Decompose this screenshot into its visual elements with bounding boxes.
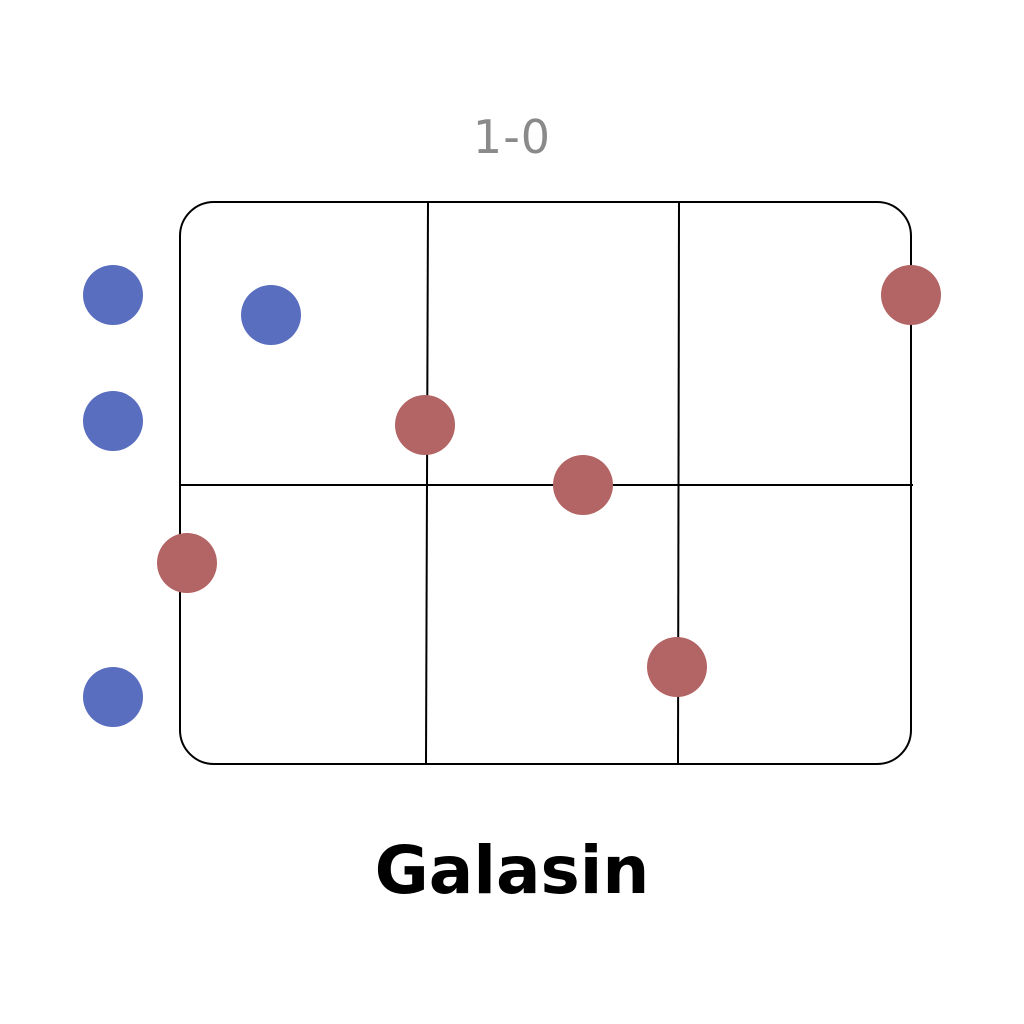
court-lines <box>179 201 913 765</box>
blue-player-token[interactable] <box>83 265 143 325</box>
red-player-token[interactable] <box>157 533 217 593</box>
court-vertical-line-1 <box>425 201 429 765</box>
red-player-token[interactable] <box>553 455 613 515</box>
players-layer <box>83 265 941 727</box>
red-player-token[interactable] <box>881 265 941 325</box>
red-player-token[interactable] <box>647 637 707 697</box>
score-label: 1-0 <box>472 110 552 164</box>
court-border <box>179 201 912 765</box>
game-title: Galasin <box>374 832 650 909</box>
blue-player-token[interactable] <box>83 391 143 451</box>
blue-player-token[interactable] <box>241 285 301 345</box>
red-player-token[interactable] <box>395 395 455 455</box>
blue-player-token[interactable] <box>83 667 143 727</box>
